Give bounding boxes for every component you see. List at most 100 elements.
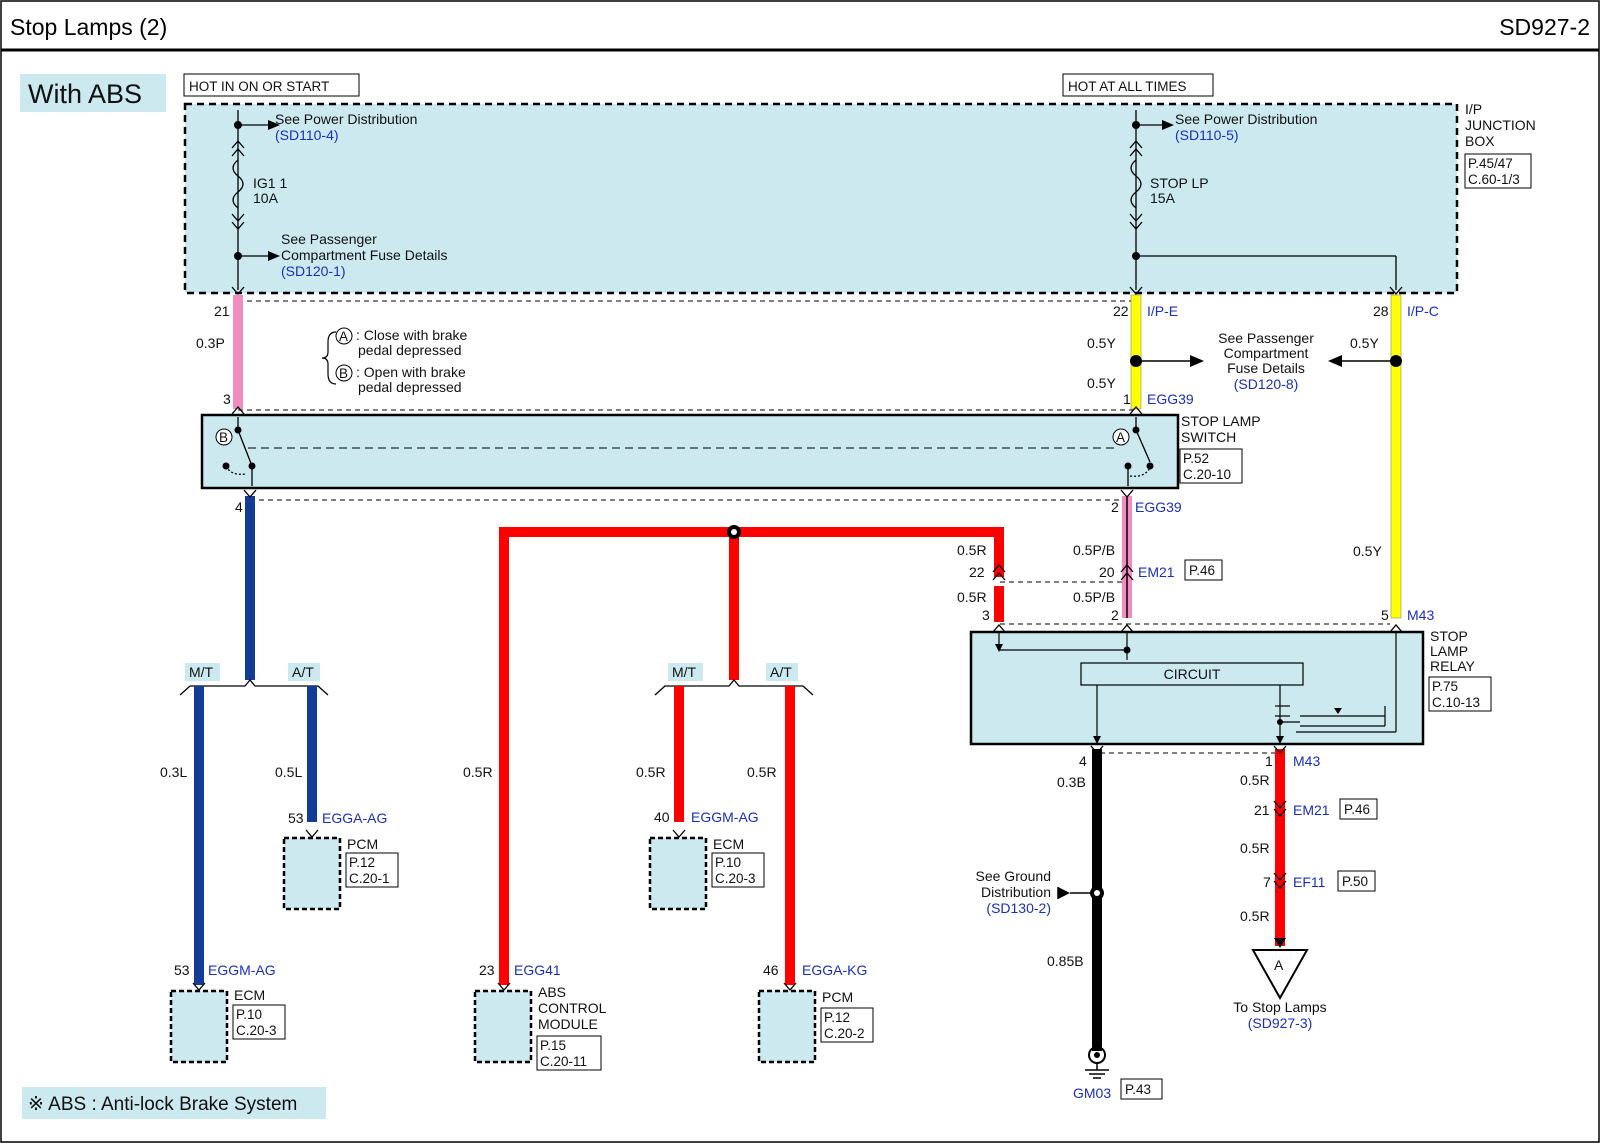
abs-label-2: CONTROL	[538, 1000, 607, 1016]
wire-blue-trunk	[245, 496, 255, 680]
footnote-box	[22, 1087, 326, 1119]
ef11-ref: P.50	[1342, 874, 1368, 889]
relay-circuit-box	[1080, 662, 1304, 686]
arrow-icon	[1190, 355, 1204, 367]
connector-chevron-icon	[1120, 489, 1134, 498]
abs-label-1: ABS	[538, 984, 566, 1000]
power-label-left: HOT IN ON OR START	[189, 79, 329, 94]
wire-red-at	[785, 686, 795, 985]
wire-label-0.5R-r2: 0.5R	[1240, 840, 1270, 856]
split-mt1-box	[185, 663, 220, 681]
pin-relay-4: 4	[1079, 753, 1087, 769]
wire-red-top	[499, 527, 1004, 537]
ecm1-name: ECM	[713, 836, 744, 852]
wire-0.3P	[233, 295, 243, 409]
connector-chevron-icon	[992, 564, 1134, 581]
ecm2-ref-1: P.10	[236, 1007, 262, 1022]
ground-ref-box	[1120, 1078, 1163, 1100]
wire-0.5Y-22	[1130, 294, 1142, 410]
stop-lamp-switch	[200, 413, 1180, 490]
pcm2-ref-2: C.20-2	[824, 1026, 865, 1041]
power-label-left-box	[183, 73, 360, 97]
fuse-icon	[231, 140, 245, 230]
abs-ref-2: C.20-11	[540, 1054, 587, 1069]
pin-53-pcm: 53	[288, 810, 304, 826]
pin-em21-2: 2	[1111, 607, 1119, 623]
arrow-icon	[1274, 938, 1286, 948]
abs-module	[473, 989, 533, 1064]
relay-label-1: STOP	[1430, 628, 1468, 644]
ground-label-2: Distribution	[981, 884, 1051, 900]
ip-junction-box-label-3: BOX	[1465, 133, 1495, 149]
conn-egg39-bot: EGG39	[1135, 499, 1182, 515]
pcm1-module	[282, 836, 342, 911]
page-code: SD927-2	[1499, 14, 1590, 40]
relay-ref-box	[1428, 676, 1492, 712]
legend-b-line2: pedal depressed	[358, 379, 462, 395]
fuse-right-rating: 15A	[1150, 190, 1176, 206]
ecm2-name: ECM	[234, 987, 265, 1003]
ef11-ref-box	[1337, 870, 1376, 892]
ecm1-ref-box	[711, 852, 765, 888]
relay-ref-2: C.10-13	[1432, 695, 1480, 710]
pcm1-ref-2: C.20-1	[349, 871, 390, 886]
connector-chevron-icon	[1273, 872, 1287, 889]
ecm1-module	[648, 836, 708, 911]
switch-label-2: SWITCH	[1181, 429, 1236, 445]
pin-46: 46	[763, 962, 779, 978]
wire-label-0.3P: 0.3P	[196, 335, 225, 351]
em21b-ref-box	[1339, 798, 1378, 820]
wire-label-0.5Y-d: 0.5Y	[1353, 543, 1382, 559]
connector-chevron-icon	[1090, 745, 1104, 754]
see-power-right-ref: (SD110-5)	[1175, 127, 1239, 143]
conn-egg39-top: EGG39	[1147, 391, 1194, 407]
switch-ref-2: C.20-10	[1183, 467, 1231, 482]
to-stop-ref: (SD927-3)	[1248, 1015, 1313, 1031]
em21-ref-box	[1184, 559, 1223, 581]
connector-chevron-icon	[1129, 406, 1143, 415]
pin-3: 3	[223, 391, 231, 407]
ip-junction-box-label-1: I/P	[1465, 101, 1482, 117]
conn-ipe: I/P-E	[1147, 303, 1178, 319]
pcm1-ref-box	[345, 852, 399, 888]
arrow-icon	[1058, 887, 1070, 899]
split-mt2-box	[668, 663, 703, 681]
conn-egga-ag: EGGA-AG	[322, 810, 387, 826]
to-stop-symbol: A	[1274, 957, 1284, 973]
connector-chevron-icon	[243, 489, 257, 498]
wire-label-0.5L: 0.5L	[275, 764, 302, 780]
fuse-left-rating: 10A	[253, 190, 279, 206]
legend-b-letter: B	[339, 366, 348, 381]
fuse-icon	[1129, 140, 1143, 230]
legend-b-line1: : Open with brake	[356, 364, 466, 380]
wire-label-0.5R-abs: 0.5R	[463, 764, 493, 780]
conn-em21b: EM21	[1293, 802, 1330, 818]
wire-red-abs	[499, 527, 509, 985]
see-pass-right-ref: (SD120-8)	[1234, 376, 1299, 392]
wire-red-out	[1275, 749, 1285, 946]
footnote: ※ ABS : Anti-lock Brake System	[28, 1094, 297, 1115]
pin-relay-1: 1	[1265, 753, 1273, 769]
split-at1: A/T	[292, 664, 314, 680]
fuse-right-name: STOP LP	[1150, 175, 1209, 191]
arrow-icon	[1162, 120, 1174, 130]
split-at2: A/T	[770, 664, 792, 680]
connector-chevron-icon	[1129, 286, 1403, 295]
split-at2-box	[766, 663, 798, 681]
switch-ref-box	[1179, 448, 1243, 484]
pin-em21b-21: 21	[1254, 802, 1270, 818]
legend-a-symbol	[335, 327, 353, 345]
pin-22: 22	[1113, 303, 1129, 319]
split-1	[179, 678, 329, 696]
pin-m43-5: 5	[1381, 607, 1389, 623]
em21b-ref: P.46	[1344, 802, 1370, 817]
wire-label-0.5Y-a: 0.5Y	[1087, 335, 1116, 351]
ip-junction-box-ref-1: P.45/47	[1468, 156, 1513, 171]
wire-red-em21-3	[994, 586, 1004, 622]
split-mt2: M/T	[672, 664, 697, 680]
connector-chevron-icon	[231, 286, 245, 295]
variant-tag	[20, 74, 166, 112]
wire-0.3L	[194, 686, 204, 985]
pcm1-name: PCM	[347, 836, 378, 852]
